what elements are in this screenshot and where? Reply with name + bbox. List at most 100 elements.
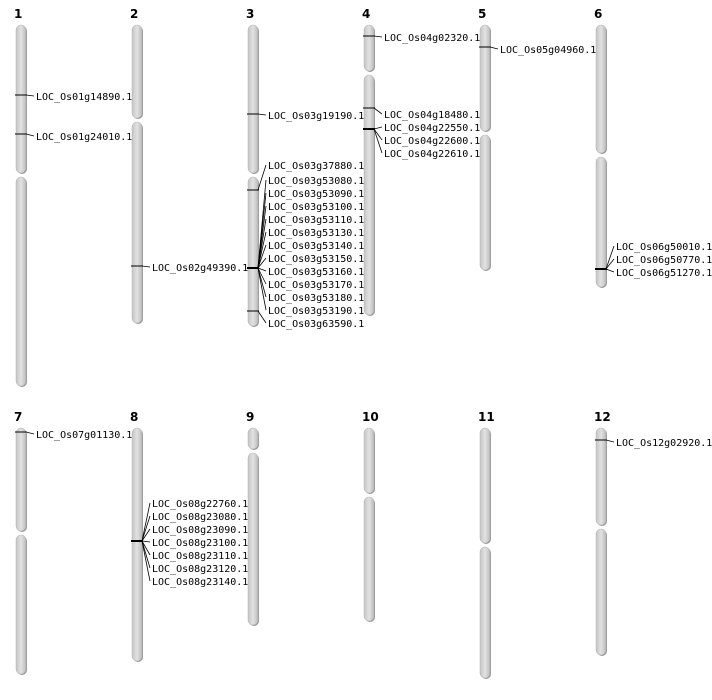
marker-connector bbox=[141, 265, 151, 268]
gene-label: LOC_Os03g53190.1 bbox=[268, 306, 364, 317]
marker-connector bbox=[373, 128, 383, 141]
gene-label: LOC_Os01g24010.1 bbox=[36, 132, 132, 143]
chromosome-arm bbox=[595, 427, 607, 526]
gene-label: LOC_Os03g53180.1 bbox=[268, 293, 364, 304]
chromosome-number: 9 bbox=[246, 410, 254, 424]
gene-label: LOC_Os04g02320.1 bbox=[384, 33, 480, 44]
marker-connector bbox=[257, 244, 267, 269]
chromosome-arm bbox=[479, 134, 491, 271]
marker-connector bbox=[257, 218, 267, 269]
gene-label: LOC_Os03g19190.1 bbox=[268, 111, 364, 122]
gene-label: LOC_Os03g53110.1 bbox=[268, 215, 364, 226]
marker-connector bbox=[25, 133, 35, 137]
chromosome-arm bbox=[363, 74, 375, 316]
marker-connector bbox=[257, 113, 267, 116]
marker-connector bbox=[373, 126, 383, 130]
gene-label: LOC_Os03g53150.1 bbox=[268, 254, 364, 265]
gene-label: LOC_Os04g18480.1 bbox=[384, 110, 480, 121]
chromosome-arm bbox=[131, 24, 143, 119]
marker-connector bbox=[141, 528, 151, 542]
marker-connector bbox=[373, 107, 383, 115]
chromosome-number: 3 bbox=[246, 7, 254, 21]
gene-label: LOC_Os03g53080.1 bbox=[268, 176, 364, 187]
gene-label: LOC_Os06g51270.1 bbox=[616, 268, 712, 279]
gene-label: LOC_Os05g04960.1 bbox=[500, 45, 596, 56]
gene-label: LOC_Os04g22600.1 bbox=[384, 136, 480, 147]
marker-connector bbox=[141, 502, 151, 542]
gene-label: LOC_Os08g22760.1 bbox=[152, 499, 248, 510]
gene-label: LOC_Os06g50770.1 bbox=[616, 255, 712, 266]
marker-connector bbox=[605, 268, 615, 273]
gene-label: LOC_Os04g22550.1 bbox=[384, 123, 480, 134]
gene-label: LOC_Os08g23110.1 bbox=[152, 551, 248, 562]
marker-connector bbox=[605, 245, 615, 270]
marker-connector bbox=[257, 257, 267, 269]
gene-label: LOC_Os03g53140.1 bbox=[268, 241, 364, 252]
chromosome-arm bbox=[15, 176, 27, 387]
gene-label: LOC_Os03g63590.1 bbox=[268, 319, 364, 330]
gene-label: LOC_Os08g23140.1 bbox=[152, 577, 248, 588]
marker-connector bbox=[141, 540, 151, 543]
chromosome-arm bbox=[595, 24, 607, 154]
gene-label: LOC_Os08g23100.1 bbox=[152, 538, 248, 549]
marker-connector bbox=[257, 231, 267, 269]
gene-label: LOC_Os03g53090.1 bbox=[268, 189, 364, 200]
chromosome-arm bbox=[247, 176, 259, 327]
chromosome-arm bbox=[479, 546, 491, 679]
gene-label: LOC_Os08g23090.1 bbox=[152, 525, 248, 536]
chromosome-number: 1 bbox=[14, 7, 22, 21]
marker-connector bbox=[257, 310, 267, 324]
chromosome-arm bbox=[15, 534, 27, 675]
marker-connector bbox=[141, 540, 151, 582]
gene-label: LOC_Os01g14890.1 bbox=[36, 92, 132, 103]
gene-label: LOC_Os08g23080.1 bbox=[152, 512, 248, 523]
chromosome-number: 11 bbox=[478, 410, 495, 424]
marker-connector bbox=[25, 431, 35, 435]
chromosome-arm bbox=[595, 156, 607, 288]
marker-connector bbox=[489, 46, 499, 50]
gene-label: LOC_Os06g50010.1 bbox=[616, 242, 712, 253]
marker-connector bbox=[257, 164, 267, 191]
marker-connector bbox=[605, 439, 615, 443]
gene-label: LOC_Os03g53100.1 bbox=[268, 202, 364, 213]
gene-label: LOC_Os07g01130.1 bbox=[36, 430, 132, 441]
marker-connector bbox=[257, 267, 267, 311]
marker-connector bbox=[373, 128, 383, 154]
chromosome-arm bbox=[131, 427, 143, 662]
marker-connector bbox=[605, 258, 615, 270]
chromosome-arm bbox=[247, 24, 259, 174]
gene-label: LOC_Os02g49390.1 bbox=[152, 263, 248, 274]
gene-label: LOC_Os03g53170.1 bbox=[268, 280, 364, 291]
chromosome-arm bbox=[15, 24, 27, 174]
chromosome-arm bbox=[15, 427, 27, 532]
chromosome-arm bbox=[479, 24, 491, 132]
marker-connector bbox=[257, 267, 267, 272]
gene-label: LOC_Os03g53160.1 bbox=[268, 267, 364, 278]
marker-connector bbox=[141, 515, 151, 542]
chromosome-arm bbox=[595, 528, 607, 656]
marker-connector bbox=[257, 267, 267, 298]
chromosome-number: 4 bbox=[362, 7, 370, 21]
chromosome-arm bbox=[247, 452, 259, 626]
chromosome-number: 12 bbox=[594, 410, 611, 424]
chromosome-number: 6 bbox=[594, 7, 602, 21]
chromosome-arm bbox=[479, 427, 491, 544]
chromosome-arm bbox=[363, 427, 375, 494]
chromosome-arm bbox=[363, 24, 375, 72]
chromosome-arm bbox=[247, 427, 259, 450]
gene-label: LOC_Os04g22610.1 bbox=[384, 149, 480, 160]
chromosome-arm bbox=[363, 496, 375, 622]
marker-connector bbox=[25, 94, 35, 97]
chromosome-number: 10 bbox=[362, 410, 379, 424]
gene-label: LOC_Os03g53130.1 bbox=[268, 228, 364, 239]
chromosome-number: 7 bbox=[14, 410, 22, 424]
marker-connector bbox=[373, 35, 383, 38]
gene-label: LOC_Os08g23120.1 bbox=[152, 564, 248, 575]
chromosome-arm bbox=[131, 121, 143, 324]
gene-label: LOC_Os12g02920.1 bbox=[616, 438, 712, 449]
marker-connector bbox=[257, 267, 267, 285]
chromosome-number: 8 bbox=[130, 410, 138, 424]
chromosome-number: 5 bbox=[478, 7, 486, 21]
gene-label: LOC_Os03g37880.1 bbox=[268, 161, 364, 172]
